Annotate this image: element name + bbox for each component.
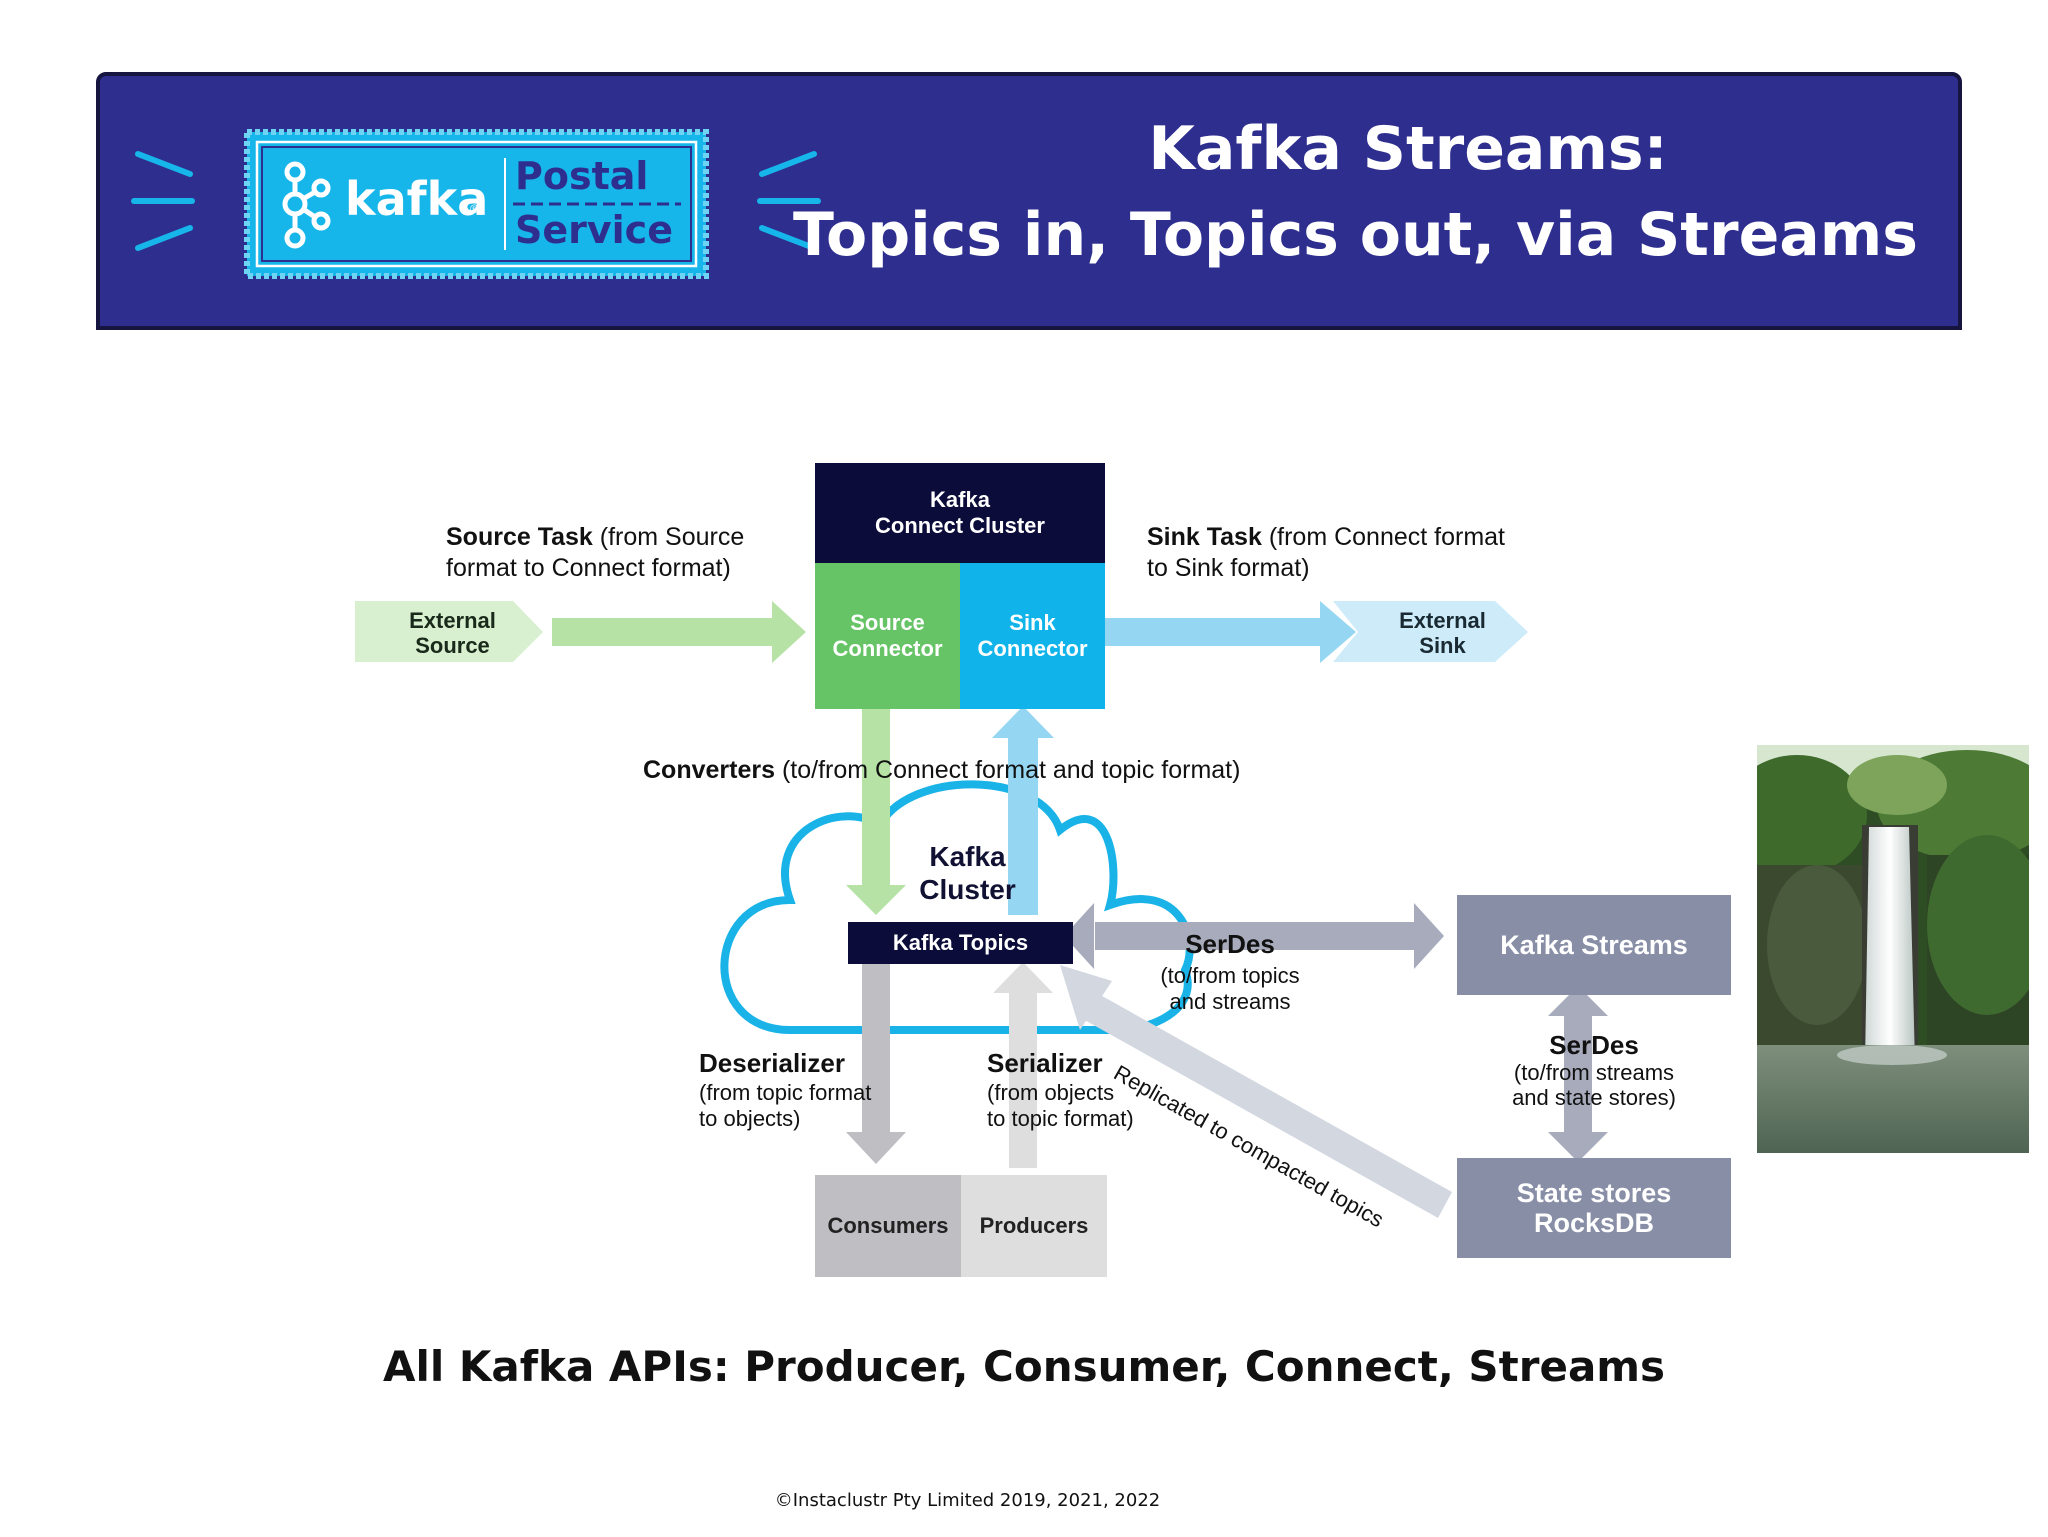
serializer-arrow-shaft: [1009, 990, 1037, 1168]
footer-title: All Kafka APIs: Producer, Consumer, Conn…: [382, 1342, 1666, 1391]
deserializer-arrow-shaft: [862, 955, 890, 1135]
serdes-arrow-head-right: [1414, 903, 1444, 969]
sink-connector-box: Sink Connector: [960, 563, 1105, 709]
registered-mark: ®: [470, 202, 479, 216]
external-sink-shape: [1333, 601, 1528, 662]
title-banner: kafka ® Postal Service Kafka Streams: To…: [96, 72, 1962, 330]
sink-task-title: Sink Task: [1147, 523, 1262, 551]
external-source-shape: [355, 601, 543, 662]
serdes-streams-desc: (to/from streams and state stores): [1512, 1060, 1676, 1110]
converter-up-arrow-head: [992, 706, 1054, 738]
logo-brand-text: kafka: [345, 172, 489, 226]
serdes-horizontal-arrow-shaft: [1095, 922, 1415, 950]
source-connector-box: Source Connector: [815, 563, 960, 709]
kafka-cluster-cloud: [720, 780, 1194, 1035]
serdes-arrow-head-up: [1548, 986, 1608, 1016]
source-task-title: Source Task: [446, 523, 593, 551]
serializer-arrow-head: [993, 962, 1053, 993]
serdes-topics-desc: (to/from topics and streams: [1160, 963, 1300, 1014]
kafka-streams-box: Kafka Streams: [1457, 895, 1731, 995]
waterfall-photo: [1757, 745, 2029, 1153]
replicated-arrow-shaft: [1081, 992, 1452, 1218]
sink-task-desc-2: to Sink format): [1147, 554, 1310, 582]
serdes-streams-title: SerDes: [1549, 1030, 1639, 1060]
kafka-postal-service-stamp: kafka ® Postal Service: [243, 128, 710, 280]
logo-service-text: Service: [515, 208, 673, 252]
converter-down-arrow-shaft: [862, 700, 890, 890]
deserializer-arrow-head: [846, 1132, 906, 1164]
converter-up-arrow-shaft: [1008, 735, 1038, 915]
converters-label: Converters (to/from Connect format and t…: [643, 756, 1240, 785]
source-task-desc-2: format to Connect format): [446, 554, 731, 582]
signal-dashes-right-icon: [757, 151, 821, 251]
deserializer-desc: (from topic format to objects): [699, 1080, 872, 1131]
serdes-arrow-head-left: [1064, 903, 1094, 969]
page-title-line2: Topics in, Topics out, via Streams: [793, 200, 1918, 270]
replicated-arrow-head: [1060, 965, 1112, 1030]
serializer-title: Serializer: [987, 1048, 1103, 1078]
page-title-line1: Kafka Streams:: [1148, 114, 1668, 184]
source-task-label: Source Task (from Source format to Conne…: [446, 522, 744, 584]
state-stores-box: State stores RocksDB: [1457, 1158, 1731, 1258]
converter-down-arrow-head: [846, 885, 906, 915]
producers-box: Producers: [961, 1175, 1107, 1277]
serializer-desc: (from objects to topic format): [987, 1080, 1134, 1131]
sink-task-label: Sink Task (from Connect format to Sink f…: [1147, 522, 1505, 584]
converters-title: Converters: [643, 756, 775, 784]
kafka-cluster-label: Kafka Cluster: [919, 841, 1016, 905]
deserializer-title: Deserializer: [699, 1048, 845, 1078]
sink-task-arrow-shaft: [1105, 618, 1325, 646]
sink-task-arrow-head: [1320, 601, 1356, 663]
stamp-border-icon: [244, 129, 709, 279]
external-sink-label: External Sink: [1399, 608, 1486, 658]
serdes-topics-title: SerDes: [1185, 929, 1275, 959]
logo-postal-text: Postal: [515, 154, 649, 198]
consumers-box: Consumers: [815, 1175, 961, 1277]
signal-dashes-left-icon: [131, 151, 195, 251]
source-task-arrow-shaft: [552, 618, 778, 646]
sink-task-desc-1: (from Connect format: [1261, 523, 1506, 551]
source-task-desc-1: (from Source: [592, 523, 745, 551]
external-source-label: External Source: [409, 608, 496, 658]
copyright-notice: ©Instaclustr Pty Limited 2019, 2021, 202…: [774, 1490, 1161, 1511]
kafka-topics-box: Kafka Topics: [848, 922, 1073, 964]
kafka-connect-cluster-box: Kafka Connect Cluster: [815, 463, 1105, 563]
source-task-arrow-head: [772, 601, 806, 663]
serdes-vertical-arrow-shaft: [1564, 1015, 1592, 1133]
serdes-arrow-head-down: [1548, 1132, 1608, 1162]
converters-desc: (to/from Connect format and topic format…: [775, 756, 1241, 784]
